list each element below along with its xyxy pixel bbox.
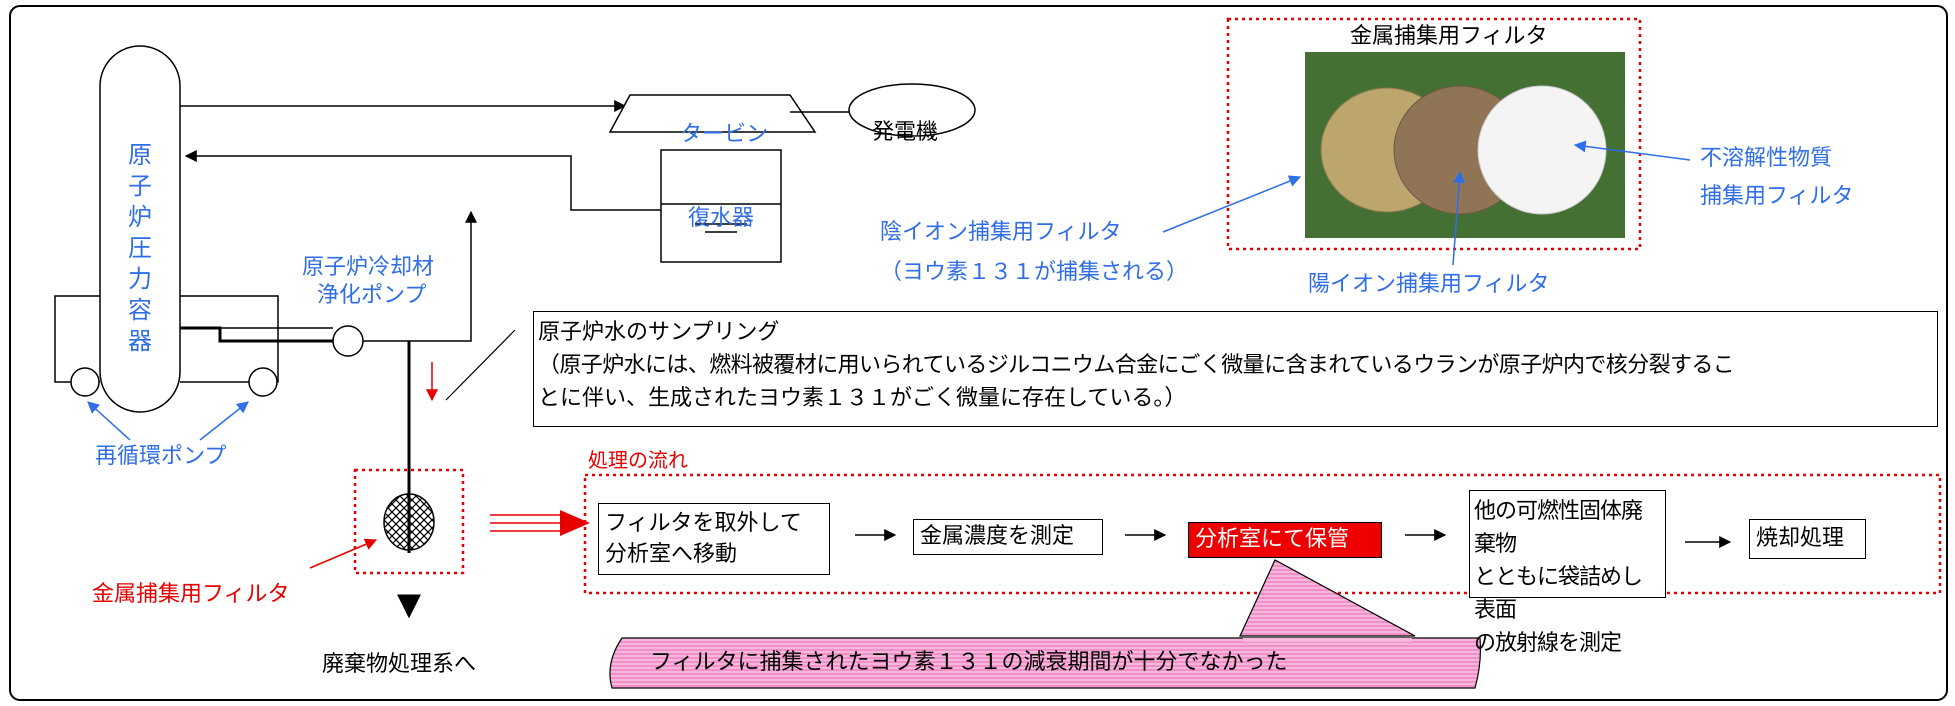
callout-pointer	[1239, 559, 1416, 637]
process-title: 処理の流れ	[588, 448, 688, 472]
process-step-1: フィルタを取外して 分析室へ移動	[598, 503, 830, 575]
process-step-1-line-2: 分析室へ移動	[605, 542, 738, 567]
insoluble-filter-label-2: 捕集用フィルタ	[1700, 184, 1854, 209]
reactor-vessel-label-char: 子	[128, 172, 152, 200]
turbine-shape	[608, 94, 817, 133]
process-step-2: 金属濃度を測定	[913, 519, 1103, 555]
reactor-vessel-label: 原子炉圧力容器	[120, 140, 160, 357]
reactor-vessel-label-char: 炉	[128, 203, 152, 231]
process-step-4-line-2: とともに袋詰めし表面	[1474, 565, 1643, 623]
process-step-4-line-3: の放射線を測定	[1474, 631, 1622, 656]
cleanup-pump-label-1: 原子炉冷却材	[302, 255, 435, 280]
recirc-pump-label: 再循環ポンプ	[95, 444, 227, 469]
anion-filter-note: （ヨウ素１３１が捕集される）	[880, 260, 1189, 285]
process-step-4-line-1: 他の可燃性固体廃棄物	[1474, 499, 1643, 557]
sampling-line-1: （原子炉水には、燃料被覆材に用いられているジルコニウム合金にごく微量に含まれてい…	[538, 353, 1735, 378]
insoluble-filter-label-1: 不溶解性物質	[1700, 146, 1833, 171]
filter-icon	[383, 493, 435, 551]
reactor-vessel	[99, 45, 181, 413]
cleanup-pump-label-2: 浄化ポンプ	[317, 283, 427, 308]
metal-filter-label: 金属捕集用フィルタ	[92, 582, 290, 607]
sampling-title: 原子炉水のサンプリング	[538, 320, 780, 345]
cation-filter-label: 陽イオン捕集用フィルタ	[1308, 272, 1550, 297]
waste-system-label: 廃棄物処理系へ	[322, 652, 477, 677]
recirc-pump-icon-left	[70, 367, 100, 397]
reactor-vessel-label-char: 力	[128, 265, 152, 293]
process-step-4: 他の可燃性固体廃棄物 とともに袋詰めし表面 の放射線を測定	[1469, 490, 1666, 656]
reactor-vessel-label-char: 器	[128, 327, 152, 355]
outer-frame	[9, 5, 1948, 701]
process-step-3-line-1: 分析室にて保管	[1195, 527, 1350, 552]
photo-title: 金属捕集用フィルタ	[1350, 24, 1548, 49]
process-step-5: 焼却処理	[1749, 519, 1866, 559]
sampling-line-2: とに伴い、生成されたヨウ素１３１がごく微量に存在している。）	[538, 386, 1187, 411]
cleanup-pump-icon	[332, 325, 364, 357]
turbine-label: タービン	[680, 122, 769, 147]
condenser-shape	[660, 149, 782, 263]
reactor-vessel-label-char: 圧	[128, 234, 152, 262]
process-entry-arrow	[560, 510, 590, 536]
sampling-box: 原子炉水のサンプリング （原子炉水には、燃料被覆材に用いられているジルコニウム合…	[533, 311, 1938, 427]
generator-label: 発電機	[872, 120, 939, 145]
process-step-3-highlighted: 分析室にて保管	[1188, 522, 1382, 558]
callout-shape	[609, 637, 1482, 689]
condenser-label: 復水器	[688, 206, 755, 231]
reactor-vessel-label-char: 原	[128, 141, 152, 169]
recirc-pump-icon-right	[248, 367, 278, 397]
reactor-vessel-label-char: 容	[128, 296, 152, 324]
photo-frame	[1226, 17, 1642, 251]
process-step-1-line-1: フィルタを取外して	[605, 511, 802, 536]
process-step-2-line-1: 金属濃度を測定	[920, 524, 1075, 549]
insoluble-filter-disc	[1477, 85, 1607, 215]
process-step-5-line-1: 焼却処理	[1756, 526, 1845, 551]
callout-text: フィルタに捕集されたヨウ素１３１の減衰期間が十分でなかった	[650, 650, 1288, 675]
anion-filter-label: 陰イオン捕集用フィルタ	[880, 220, 1122, 245]
return-line	[184, 150, 661, 211]
generator-shape	[848, 83, 976, 137]
